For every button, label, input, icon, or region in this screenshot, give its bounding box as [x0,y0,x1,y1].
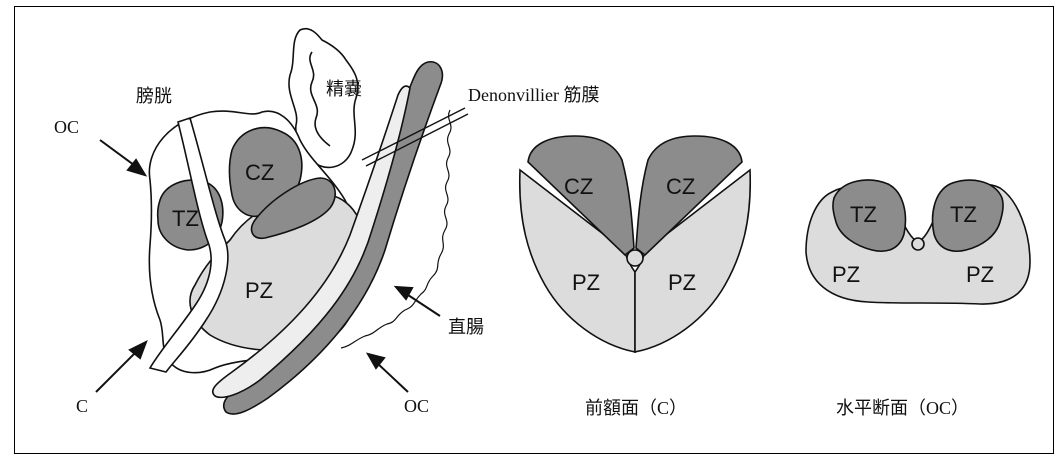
coronal-pz-left-label: PZ [572,270,600,295]
coronal-caption: 前額面（C） [585,398,687,418]
axial-pz-left-label: PZ [832,262,860,287]
coronal-urethra [627,250,643,266]
axial-urethra [912,238,924,250]
coronal-pz-right-label: PZ [668,270,696,295]
rectum-label: 直腸 [448,317,484,337]
seminal-vesicle-label: 精嚢 [326,79,362,99]
sagittal-tz-label: TZ [172,206,199,231]
c-lower-label: C [76,396,88,416]
bladder-label: 膀胱 [136,86,172,106]
axial-caption: 水平断面（OC） [836,398,969,418]
oc-lower-label: OC [404,396,429,416]
axial-tz-left-label: TZ [850,202,877,227]
axial-pz-right-label: PZ [966,262,994,287]
sagittal-cz-label: CZ [245,160,274,185]
denonvillier-label: Denonvillier 筋膜 [468,85,599,105]
axial-tz-right-label: TZ [950,202,977,227]
sagittal-pz-label: PZ [245,278,273,303]
coronal-cz-right-label: CZ [666,174,695,199]
coronal-cz-left-label: CZ [564,174,593,199]
oc-upper-label: OC [54,117,79,137]
coronal-view [520,136,751,352]
